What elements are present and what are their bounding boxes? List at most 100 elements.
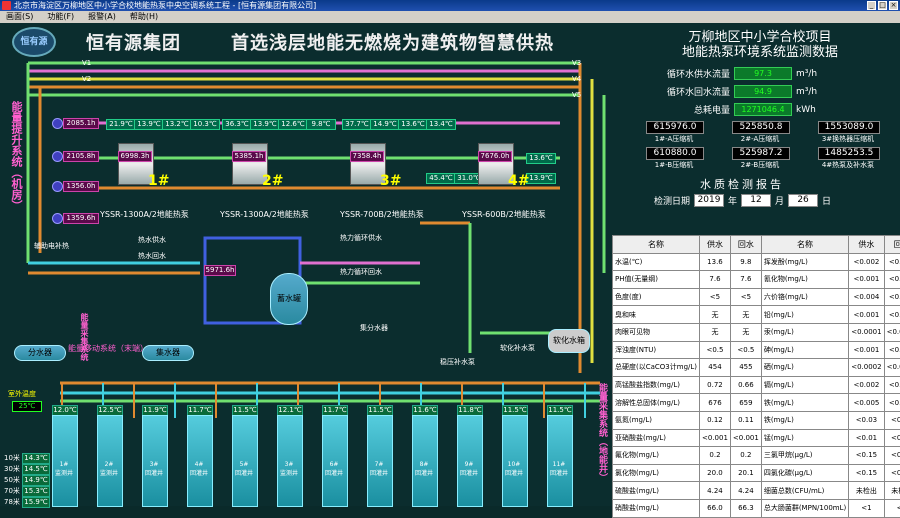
- menu-item-help[interactable]: 帮助(H): [128, 11, 160, 23]
- table-cell: <0.01: [884, 429, 900, 447]
- table-cell: 三氯甲烷(μg/L): [761, 447, 848, 465]
- label-energy-collect-right: 能量采集系统（地能井）: [596, 383, 609, 493]
- column-header: 名称: [761, 236, 848, 254]
- table-cell: 无: [700, 306, 731, 324]
- label-dosing: 稳压补水泵: [440, 357, 475, 367]
- menu-item-screen[interactable]: 画面(S): [4, 11, 35, 23]
- table-cell: 455: [730, 359, 761, 377]
- valve-label: V3: [572, 59, 581, 67]
- table-cell: 高锰酸盐指数(mg/L): [613, 376, 700, 394]
- pump-icon[interactable]: [52, 213, 63, 224]
- table-cell: 汞(mg/L): [761, 323, 848, 341]
- menu-item-function[interactable]: 功能(F): [45, 11, 76, 23]
- temp-readout: 12.6℃: [278, 119, 308, 130]
- well-label: 3# 回灌井: [142, 461, 166, 477]
- table-cell: 铁(mg/L): [761, 411, 848, 429]
- depth-temp: 14.5℃: [22, 464, 50, 475]
- table-cell: 0.12: [700, 411, 731, 429]
- depth-temp: 14.9℃: [22, 475, 50, 486]
- meter-value: 610880.0: [646, 147, 704, 160]
- date-year: 2019: [694, 194, 724, 207]
- storage-tank[interactable]: 蓄水罐: [270, 273, 308, 325]
- unit-hours: 7358.4h: [350, 151, 384, 162]
- table-cell: 20.0: [700, 464, 731, 482]
- valve-label: V2: [82, 75, 91, 83]
- temp-readout: 13.4℃: [426, 119, 456, 130]
- table-cell: 氯化物(mg/L): [613, 464, 700, 482]
- table-cell: <0.002: [884, 376, 900, 394]
- unit-name: YSSR-1300A/2地能热泵: [220, 209, 309, 220]
- table-cell: 细菌总数(CFU/mL): [761, 482, 848, 500]
- outdoor-temp-label: 室外温度: [8, 389, 36, 399]
- table-cell: 4.24: [730, 482, 761, 500]
- minimize-icon[interactable]: _: [867, 1, 876, 10]
- supply-flow-value: 97.3: [734, 67, 792, 80]
- table-cell: <0.0001: [884, 323, 900, 341]
- valve-label: V4: [572, 75, 581, 83]
- water-tank[interactable]: 软化水箱: [548, 329, 590, 353]
- depth-label: 10米: [4, 453, 20, 463]
- table-cell: 454: [700, 359, 731, 377]
- meter-label: 4#热泵及补水泵: [818, 160, 878, 170]
- company-name: 恒有源集团: [86, 29, 181, 55]
- close-icon[interactable]: ×: [889, 1, 898, 10]
- date-day: 26: [788, 194, 818, 207]
- table-cell: 0.72: [700, 376, 731, 394]
- temp-readout: 13.9℃: [134, 119, 164, 130]
- table-cell: <0.001: [884, 271, 900, 289]
- supply-flow-label: 循环水供水流量: [640, 67, 730, 80]
- label-energy-move: 能量移动系统（末端）: [68, 343, 148, 354]
- header: 恒有源 恒有源集团 首选浅层地能无燃烧为建筑物智慧供热: [6, 27, 606, 57]
- menu-item-alarm[interactable]: 报警(A): [86, 11, 118, 23]
- pump-icon[interactable]: [52, 118, 63, 129]
- unit-hours: 5385.1h: [232, 151, 266, 162]
- maximize-icon[interactable]: □: [878, 1, 887, 10]
- table-cell: <0.001: [700, 429, 731, 447]
- table-cell: 亚硝酸盐(mg/L): [613, 429, 700, 447]
- table-cell: 13.6: [700, 253, 731, 271]
- unit-number: 1#: [148, 173, 169, 189]
- label-hot-return: 热水回水: [138, 251, 166, 261]
- label-aux: 辅助电补热: [34, 241, 69, 251]
- table-cell: 无: [700, 323, 731, 341]
- table-cell: 色度(度): [613, 288, 700, 306]
- depth-label: 30米: [4, 464, 20, 474]
- table-row: 氨氮(mg/L)0.120.11铁(mg/L)<0.03<0.03: [613, 411, 900, 429]
- table-cell: <0.0002: [884, 359, 900, 377]
- slogan: 首选浅层地能无燃烧为建筑物智慧供热: [231, 29, 554, 55]
- table-row: 浑浊度(NTU)<0.5<0.5砷(mg/L)<0.001<0.001: [613, 341, 900, 359]
- return-flow-label: 循环水回水流量: [640, 85, 730, 98]
- table-cell: 总硬度(以CaCO3计mg/L): [613, 359, 700, 377]
- power-label: 总耗电量: [640, 103, 730, 116]
- table-cell: <0.0002: [849, 359, 884, 377]
- table-cell: <0.001: [884, 306, 900, 324]
- table-cell: 66.0: [700, 499, 731, 517]
- depth-temp: 15.3℃: [22, 486, 50, 497]
- unit-number: 4#: [508, 173, 529, 189]
- unit-number: 3#: [380, 173, 401, 189]
- table-cell: <0.002: [849, 376, 884, 394]
- temp-readout: 36.3℃: [222, 119, 252, 130]
- table-cell: 0.66: [730, 376, 761, 394]
- well-label: 1# 监测井: [52, 461, 76, 477]
- divider[interactable]: 分水器: [14, 345, 66, 361]
- column-header: 名称: [613, 236, 700, 254]
- temp-readout: 13.9℃: [526, 173, 556, 184]
- combiner[interactable]: 集水器: [142, 345, 194, 361]
- pump-icon[interactable]: [52, 181, 63, 192]
- table-cell: <0.001: [849, 306, 884, 324]
- table-cell: <0.002: [849, 253, 884, 271]
- valve-label: V5: [572, 91, 581, 99]
- pump-hours: 5971.6h: [204, 265, 236, 276]
- pump-icon[interactable]: [52, 151, 63, 162]
- label-circ-return: 热力循环回水: [340, 267, 382, 277]
- table-cell: <0.03: [884, 411, 900, 429]
- depth-label: 70米: [4, 486, 20, 496]
- table-cell: 0.11: [730, 411, 761, 429]
